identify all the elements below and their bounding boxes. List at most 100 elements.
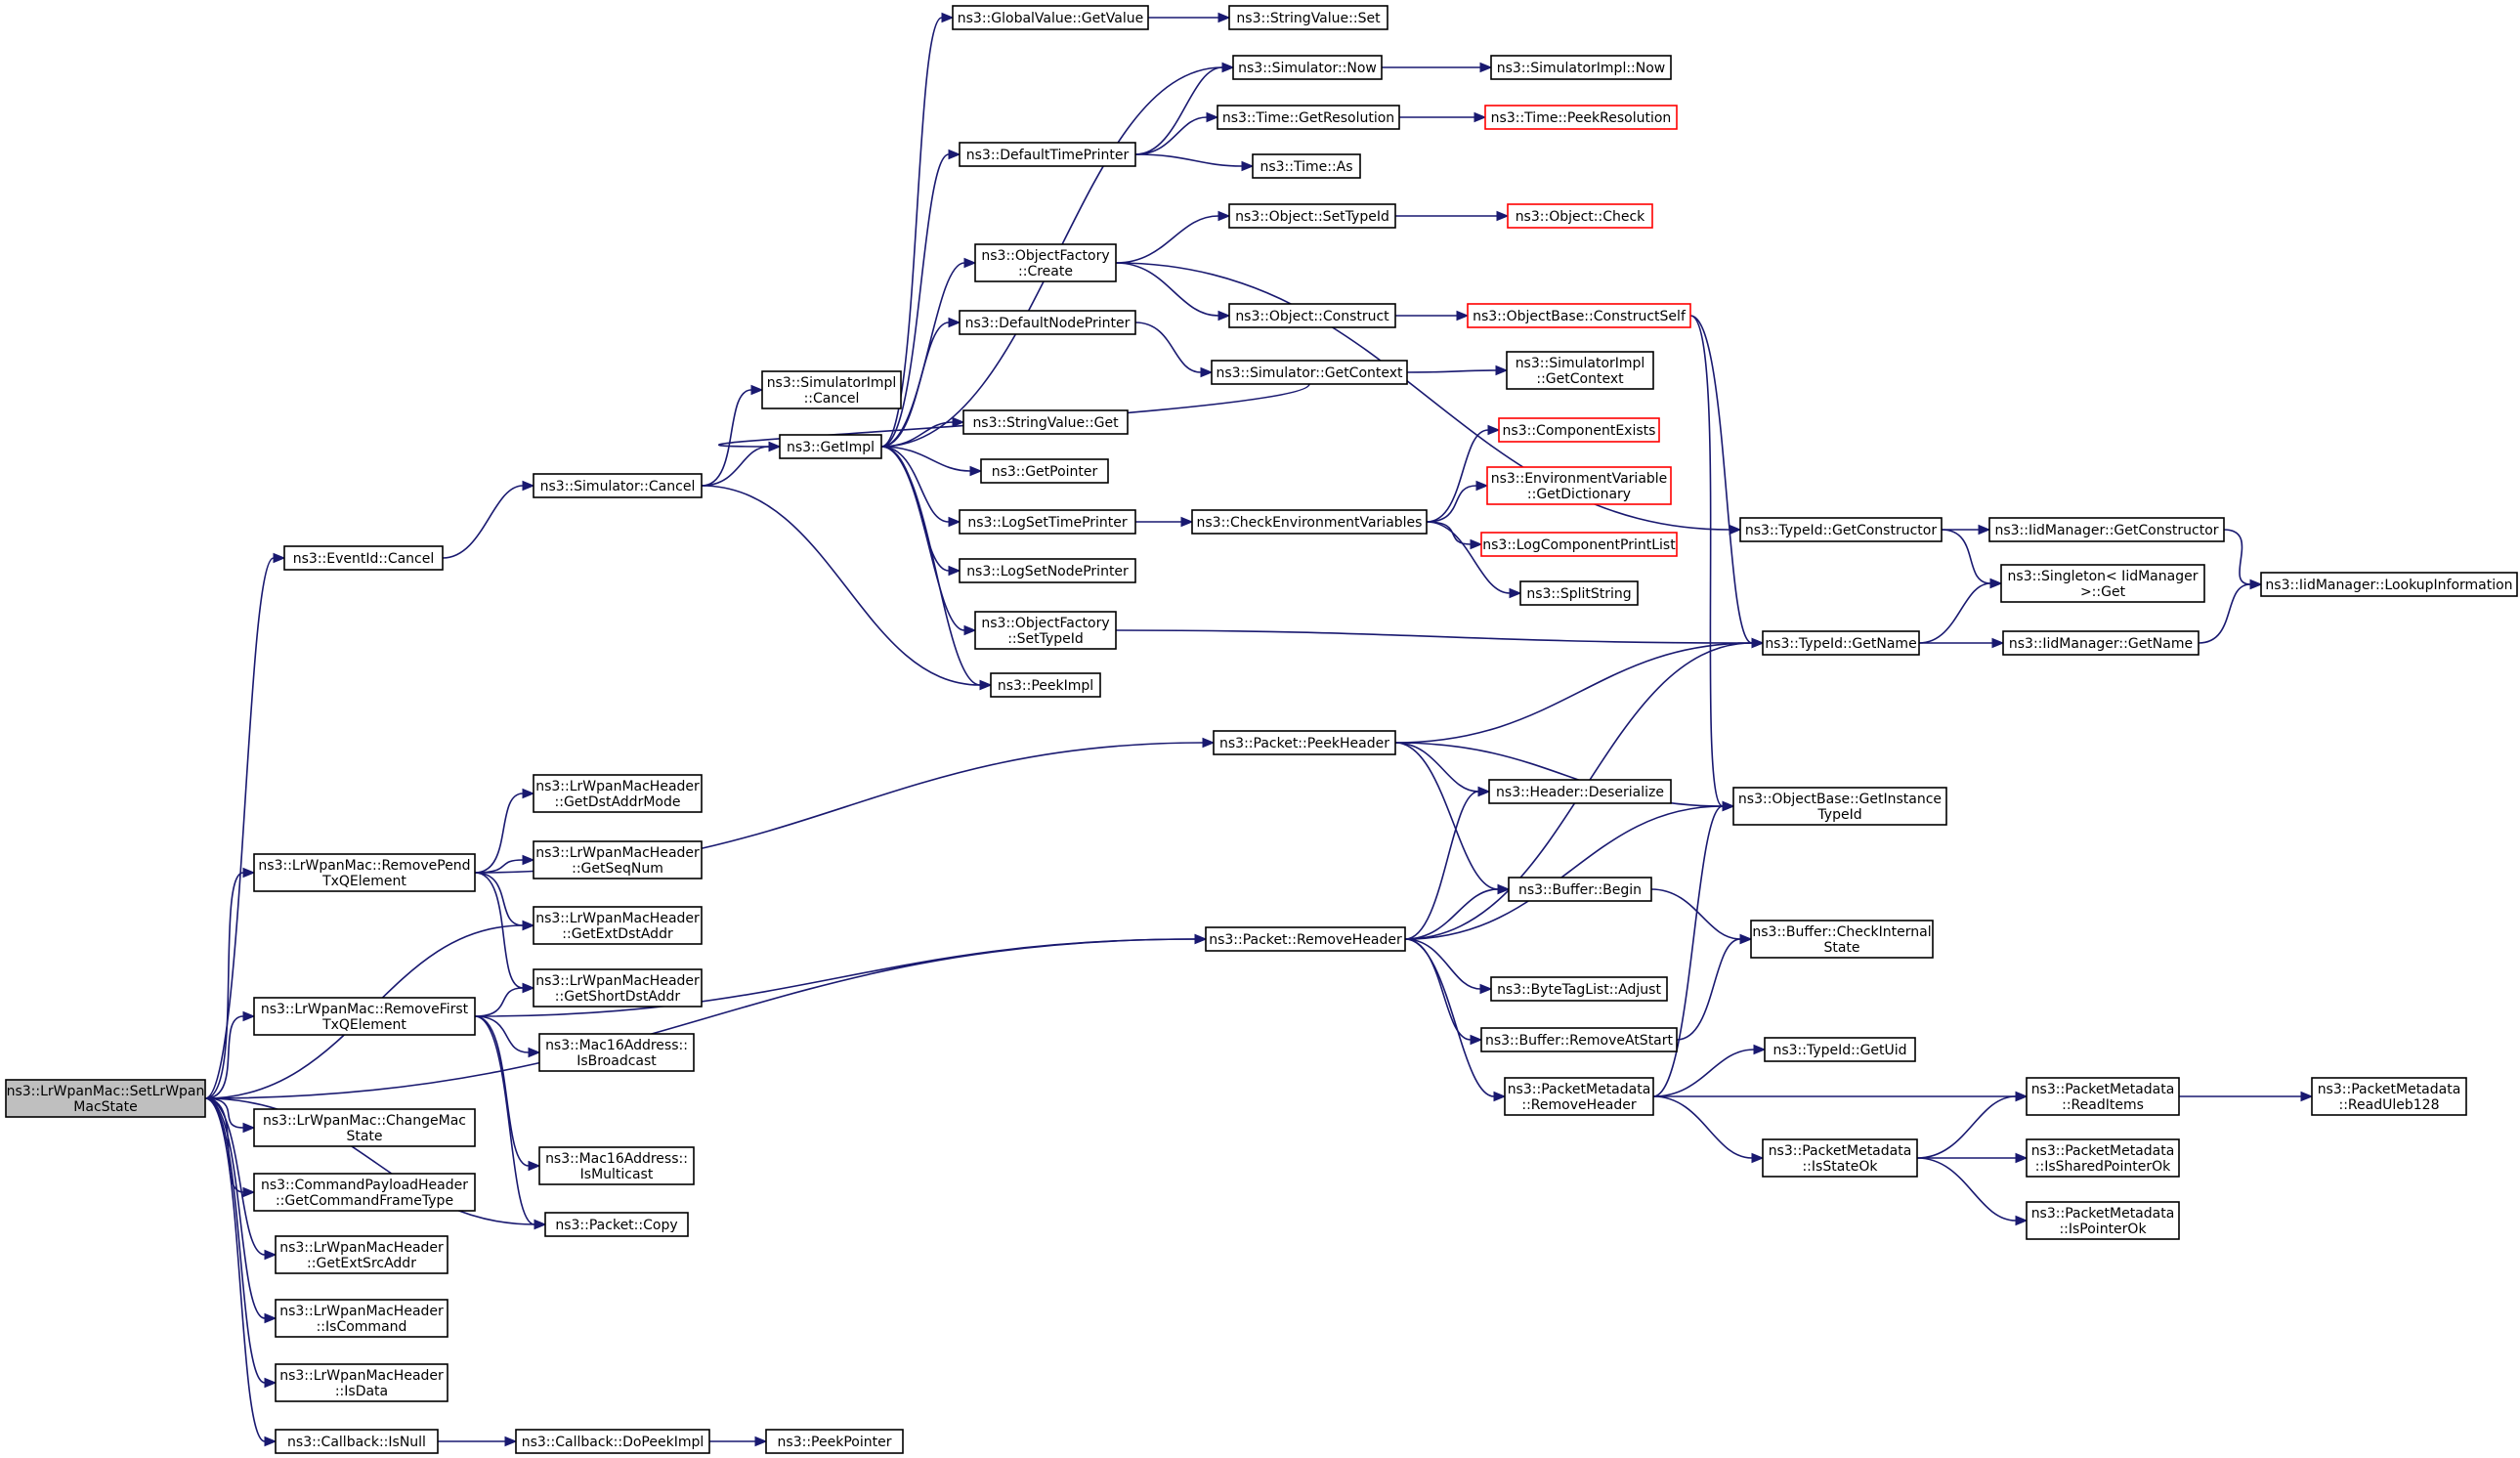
node-logsettimeprinter[interactable]: ns3::LogSetTimePrinter [959, 509, 1136, 535]
node-label: ns3::Time::PeekResolution [1491, 110, 1672, 126]
node-packet-removeheader[interactable]: ns3::Packet::RemoveHeader [1205, 926, 1406, 952]
node-time-as[interactable]: ns3::Time::As [1252, 153, 1361, 179]
node-bytetaglist-adjust[interactable]: ns3::ByteTagList::Adjust [1490, 976, 1668, 1002]
node-object-construct[interactable]: ns3::Object::Construct [1228, 303, 1396, 328]
node-iidmanager-lookupinfo[interactable]: ns3::IidManager::LookupInformation [2260, 572, 2518, 597]
node-label: ns3::PeekImpl [998, 678, 1093, 694]
node-packet-copy[interactable]: ns3::Packet::Copy [544, 1212, 689, 1237]
node-objectbase-constructself[interactable]: ns3::ObjectBase::ConstructSelf [1467, 303, 1691, 328]
edge-callback_isnull-to-callback_dopeekimpl [437, 1436, 518, 1447]
node-label: ns3::Callback::IsNull [287, 1435, 426, 1450]
node-hdr-isdata[interactable]: ns3::LrWpanMacHeader::IsData [275, 1363, 448, 1402]
node-typeid-getconstructor[interactable]: ns3::TypeId::GetConstructor [1739, 517, 1943, 542]
node-logcomponentprintlist[interactable]: ns3::LogComponentPrintList [1480, 532, 1678, 557]
node-objectfactory-create[interactable]: ns3::ObjectFactory::Create [974, 243, 1117, 282]
edge-root-to-eventid_cancel [204, 552, 286, 1099]
node-componentexists[interactable]: ns3::ComponentExists [1498, 417, 1660, 443]
node-sim-now[interactable]: ns3::Simulator::Now [1232, 55, 1383, 80]
node-simimpl-now[interactable]: ns3::SimulatorImpl::Now [1490, 55, 1672, 80]
node-label: ns3::PacketMetadata [1508, 1082, 1651, 1097]
node-label: ns3::Buffer::RemoveAtStart [1485, 1033, 1674, 1049]
node-label: ns3::Packet::RemoveHeader [1209, 932, 1402, 948]
node-getimpl[interactable]: ns3::GetImpl [779, 434, 882, 459]
node-stringvalue-set[interactable]: ns3::StringValue::Set [1228, 5, 1388, 30]
node-box [1467, 303, 1691, 328]
edge-line [1404, 938, 1495, 1097]
node-hdr-getdstaddrmode[interactable]: ns3::LrWpanMacHeader::GetDstAddrMode [533, 774, 703, 813]
node-label: ns3::LrWpanMacHeader [279, 1368, 444, 1384]
node-typeid-getname[interactable]: ns3::TypeId::GetName [1762, 630, 1920, 656]
node-object-check[interactable]: ns3::Object::Check [1507, 203, 1653, 229]
edge-line [880, 153, 950, 448]
node-header-deserialize[interactable]: ns3::Header::Deserialize [1488, 779, 1672, 804]
node-typeid-getuid[interactable]: ns3::TypeId::GetUid [1764, 1037, 1916, 1062]
node-splitstring[interactable]: ns3::SplitString [1519, 580, 1639, 606]
node-label: ::GetCommandFrameType [276, 1193, 453, 1209]
node-pm-ispointerok[interactable]: ns3::PacketMetadata::IsPointerOk [2026, 1201, 2180, 1240]
edge-arrowhead [948, 149, 961, 160]
node-simimpl-cancel[interactable]: ns3::SimulatorImpl::Cancel [761, 370, 902, 409]
node-iidmanager-getconstructor[interactable]: ns3::IidManager::GetConstructor [1988, 517, 2225, 542]
node-object-settypeid[interactable]: ns3::Object::SetTypeId [1228, 203, 1396, 229]
node-box [533, 774, 703, 813]
node-sim-getcontext[interactable]: ns3::Simulator::GetContext [1211, 360, 1408, 385]
edge-line [1394, 642, 1753, 744]
edge-line [1652, 1095, 1753, 1159]
node-box [253, 1173, 476, 1212]
edge-line [880, 446, 950, 572]
node-time-getresolution[interactable]: ns3::Time::GetResolution [1217, 105, 1400, 130]
node-peekimpl[interactable]: ns3::PeekImpl [990, 672, 1101, 698]
node-objectfactory-settypeid[interactable]: ns3::ObjectFactory::SetTypeId [974, 611, 1117, 650]
node-mac16-isbroadcast[interactable]: ns3::Mac16Address::IsBroadcast [538, 1033, 695, 1072]
node-logsetnodeprinter[interactable]: ns3::LogSetNodePrinter [959, 558, 1136, 583]
node-sim-cancel[interactable]: ns3::Simulator::Cancel [533, 473, 703, 498]
node-getpointer[interactable]: ns3::GetPointer [980, 458, 1109, 484]
node-pm-readuleb128[interactable]: ns3::PacketMetadata::ReadUleb128 [2311, 1077, 2467, 1116]
node-pm-isstateok[interactable]: ns3::PacketMetadata::IsStateOk [1762, 1138, 1918, 1178]
node-defaulttimeprinter[interactable]: ns3::DefaultTimePrinter [959, 142, 1136, 167]
node-hdr-getshortdstaddr[interactable]: ns3::LrWpanMacHeader::GetShortDstAddr [533, 968, 703, 1008]
node-box [275, 1299, 448, 1338]
node-hdr-getseqnum[interactable]: ns3::LrWpanMacHeader::GetSeqNum [533, 840, 703, 879]
node-defaultnodeprinter[interactable]: ns3::DefaultNodePrinter [959, 310, 1136, 335]
node-pm-issharedpointerok[interactable]: ns3::PacketMetadata::IsSharedPointerOk [2026, 1138, 2180, 1178]
node-globalvalue-getvalue[interactable]: ns3::GlobalValue::GetValue [952, 5, 1149, 30]
node-singleton-get[interactable]: ns3::Singleton< IidManager>::Get [2000, 564, 2205, 603]
node-mac16-ismulticast[interactable]: ns3::Mac16Address::IsMulticast [538, 1146, 695, 1185]
node-label: ns3::SimulatorImpl [1516, 356, 1645, 371]
node-cmdpayload-getcmdframetype[interactable]: ns3::CommandPayloadHeader::GetCommandFra… [253, 1173, 476, 1212]
node-hdr-iscommand[interactable]: ns3::LrWpanMacHeader::IsCommand [275, 1299, 448, 1338]
node-iidmanager-getname[interactable]: ns3::IidManager::GetName [2002, 630, 2200, 656]
node-peekpointer[interactable]: ns3::PeekPointer [765, 1429, 904, 1454]
edge-line [204, 1097, 266, 1442]
node-buffer-begin[interactable]: ns3::Buffer::Begin [1508, 877, 1652, 902]
edge-sim_getcontext-to-getimpl [718, 383, 1310, 452]
node-box [1490, 976, 1668, 1002]
node-callback-isnull[interactable]: ns3::Callback::IsNull [275, 1429, 439, 1454]
node-time-peekresolution[interactable]: ns3::Time::PeekResolution [1484, 105, 1678, 130]
node-eventid-cancel[interactable]: ns3::EventId::Cancel [283, 545, 444, 571]
node-callback-dopeekimpl[interactable]: ns3::Callback::DoPeekImpl [515, 1429, 710, 1454]
node-checkenvvars[interactable]: ns3::CheckEnvironmentVariables [1191, 509, 1428, 535]
node-envvar-getdict[interactable]: ns3::EnvironmentVariable::GetDictionary [1486, 466, 1672, 505]
node-pm-readitems[interactable]: ns3::PacketMetadata::ReadItems [2026, 1077, 2180, 1116]
node-pm-removeheader[interactable]: ns3::PacketMetadata::RemoveHeader [1504, 1077, 1654, 1116]
node-hdr-getextdstaddr[interactable]: ns3::LrWpanMacHeader::GetExtDstAddr [533, 906, 703, 945]
node-label: ns3::LrWpanMacHeader [279, 1240, 444, 1256]
node-box [283, 545, 444, 571]
edge-packet_peekheader-to-buffer_begin [1394, 742, 1511, 895]
node-packet-peekheader[interactable]: ns3::Packet::PeekHeader [1213, 730, 1396, 755]
node-box [1519, 580, 1639, 606]
node-hdr-getextsrcaddr[interactable]: ns3::LrWpanMacHeader::GetExtSrcAddr [275, 1235, 448, 1274]
edge-arrowhead [1194, 933, 1208, 945]
node-label: ns3::PacketMetadata [1769, 1143, 1912, 1159]
node-stringvalue-get[interactable]: ns3::StringValue::Get [962, 409, 1129, 435]
node-simimpl-getcontext[interactable]: ns3::SimulatorImpl::GetContext [1506, 351, 1654, 390]
node-buffer-removeatstart[interactable]: ns3::Buffer::RemoveAtStart [1480, 1027, 1678, 1052]
edge-line [1134, 153, 1243, 167]
